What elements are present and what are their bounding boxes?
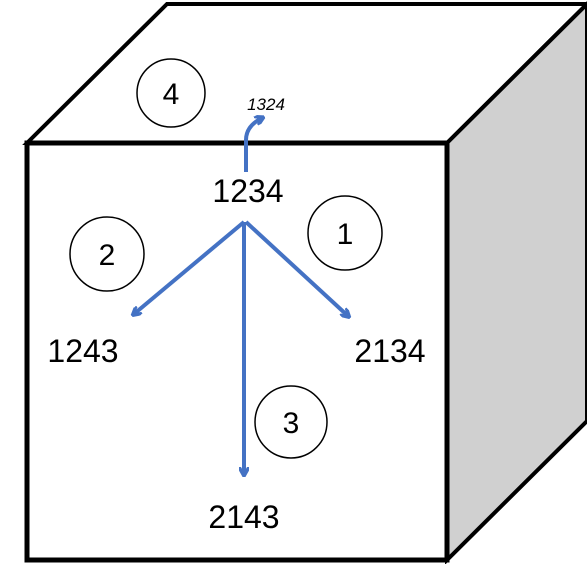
circle-2: [69, 216, 145, 292]
circle-3: [254, 385, 328, 459]
circle-4-label: 4: [163, 78, 180, 111]
node-top-label: 1324: [247, 95, 285, 114]
arrow-to-1243: [134, 220, 246, 314]
cube-front-face: [24, 140, 450, 563]
arrow-to-1324: [244, 118, 262, 172]
circle-3-label: 3: [283, 407, 300, 440]
arrow-to-2134: [244, 220, 348, 316]
node-center-label: 1234: [212, 173, 283, 209]
circle-1: [307, 195, 383, 271]
node-right-label: 2134: [354, 333, 425, 369]
circle-1-label: 1: [337, 218, 354, 251]
node-left-label: 1243: [47, 333, 118, 369]
node-bottom-label: 2143: [208, 499, 279, 535]
circle-4: [136, 58, 206, 128]
circle-2-label: 2: [99, 239, 116, 272]
